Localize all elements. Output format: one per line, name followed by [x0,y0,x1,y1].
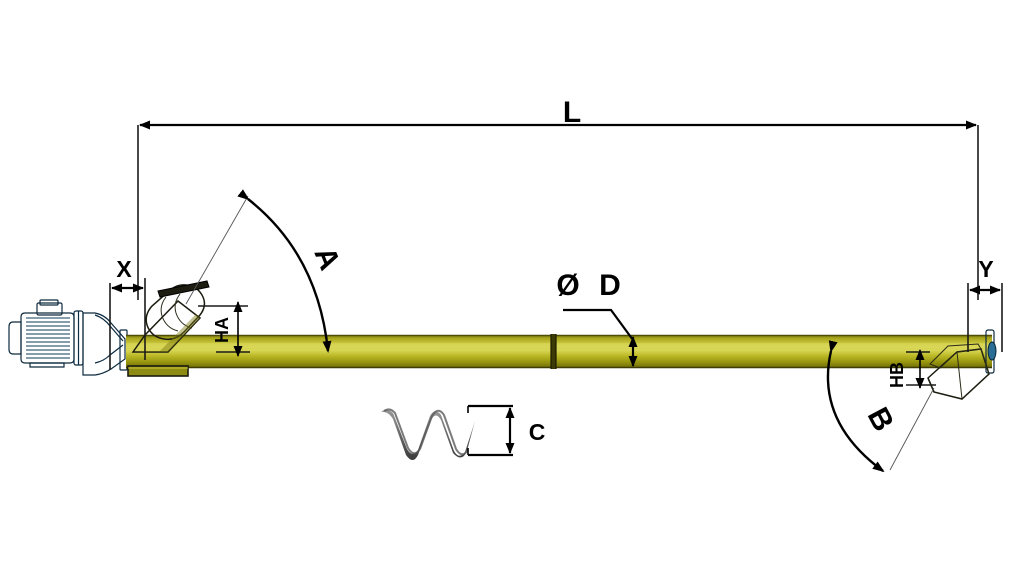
dimension-tube-diameter: Ø D [556,269,638,367]
screw-flight-detail: C [381,404,546,460]
dimension-label-X: X [116,256,132,282]
dimension-label-B: B [861,402,900,437]
inlet-spout [131,280,210,353]
conveyor-tube [126,329,997,374]
gear-reducer [82,312,126,376]
motor-terminal-box [36,299,63,316]
motor-fins [26,317,70,359]
support-foot [127,365,189,377]
dimension-label-D: D [599,269,621,302]
dimension-outlet-offset: Y [967,256,1003,352]
dimension-label-A: A [307,242,346,274]
motor-coupling-flange [73,310,84,366]
dimension-inlet-angle: A [185,189,346,353]
diameter-symbol: Ø [556,269,579,302]
dimension-label-C: C [529,419,546,445]
dimension-overall-length: L [137,96,979,300]
tube-joint-ring [550,334,557,369]
dimension-label-L: L [563,96,581,129]
dimension-outlet-height: HB [887,349,936,389]
dimension-inlet-offset: X [109,256,146,370]
end-bearing-flange [985,329,997,374]
dimension-label-HB: HB [887,362,907,388]
reducer-tube-flange [119,329,128,371]
electric-motor [20,312,75,368]
motor-fan-cowl [8,321,22,355]
dimension-label-HA: HA [212,317,232,343]
dimension-inlet-height: HA [198,301,250,357]
dimension-label-Y: Y [978,256,993,282]
dimension-outlet-angle: B [826,340,935,473]
